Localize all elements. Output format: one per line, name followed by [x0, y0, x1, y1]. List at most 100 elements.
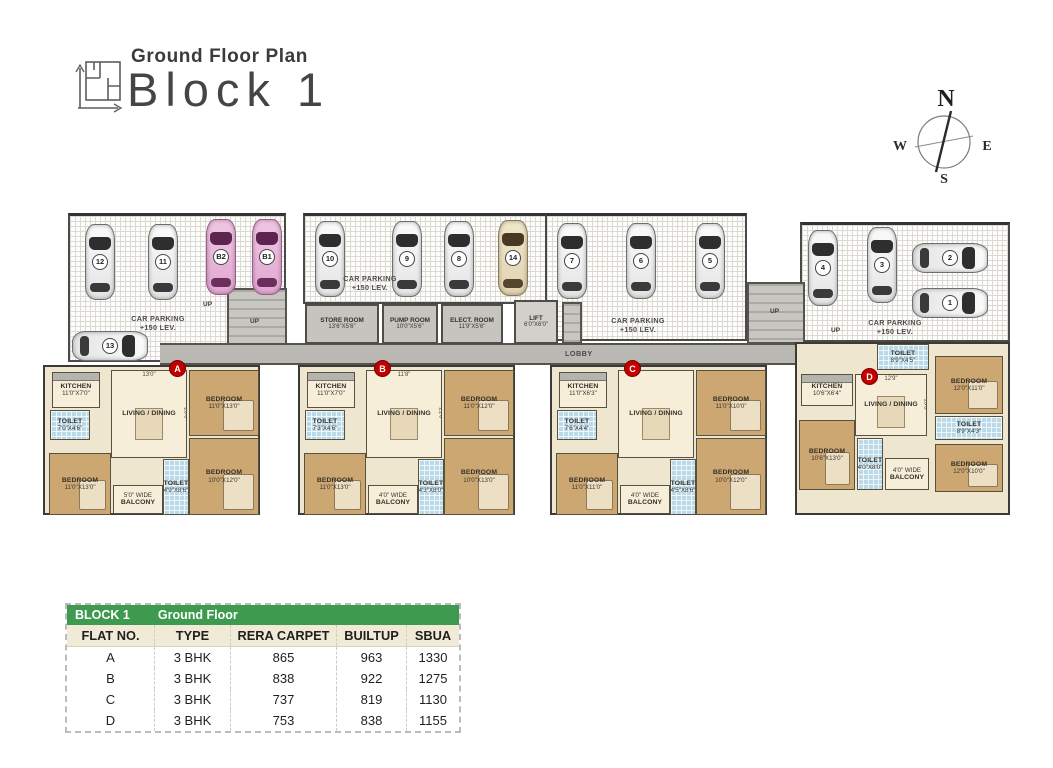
compass-s: S [940, 172, 948, 187]
table-cell: 865 [231, 647, 337, 668]
table-cell: 1155 [419, 713, 447, 728]
room-dim: 4'5"X8'6" [670, 487, 696, 495]
room-label: ELECT. ROOM [450, 316, 494, 324]
column-header: RERA CARPET [231, 625, 337, 646]
table-title: BLOCK 1 [75, 608, 130, 622]
room-dim: 11'9"X5'6" [458, 324, 486, 331]
store-room: STORE ROOM 13'6"X5'6" [305, 304, 379, 344]
car-parking-label-4: CAR PARKING+150 LEV. [868, 318, 922, 336]
room-label: LIFT [529, 314, 543, 322]
car-4: 4 [808, 230, 838, 306]
room-dim: 8'9"X4'5" [890, 357, 916, 365]
room-label: BALCONY [627, 499, 663, 507]
car-number: 1 [942, 295, 958, 311]
car-number: 5 [702, 253, 718, 269]
room-dim: 4'0" WIDE [378, 492, 408, 500]
car-B1: B1 [252, 219, 282, 295]
room-label: BEDROOM [316, 476, 354, 484]
room-dim: 4'0" WIDE [892, 466, 922, 474]
car-9: 9 [392, 221, 422, 297]
table-cell: 1275 [418, 671, 448, 686]
room-dim: 12'0"X10'0" [953, 468, 985, 476]
living-width-dim: 12'9" [884, 376, 898, 382]
room-label: TOILET [890, 349, 916, 357]
car-number: 10 [322, 251, 338, 267]
car-number: 13 [102, 338, 118, 354]
room-label: TOILET [857, 456, 883, 464]
car-number: 2 [942, 250, 958, 266]
car-parking-label-1: CAR PARKING+150 LEV. [131, 314, 185, 332]
room-label: BALCONY [889, 473, 925, 481]
room-dim: 11'0"X13'0" [319, 484, 351, 492]
room-label: BEDROOM [950, 377, 988, 385]
room-label: TOILET [564, 417, 590, 425]
living-depth-dim: 20'0" [182, 407, 187, 421]
table-cell: 838 [337, 710, 407, 731]
page-title: Block 1 [127, 63, 331, 116]
living-width-dim: 13'0" [142, 372, 156, 378]
room-label: BEDROOM [950, 460, 988, 468]
car-6: 6 [626, 223, 656, 299]
room-label: BALCONY [120, 499, 156, 507]
room-dim: 7'6"X4'4" [564, 425, 590, 433]
table-cell: 3 BHK [155, 689, 231, 710]
room-label: BEDROOM [712, 469, 750, 477]
room-dim: 12'0"X11'0" [953, 385, 985, 393]
room-dim: 11'0"X6'3" [569, 390, 597, 398]
room-dim: 13'6"X5'6" [328, 324, 356, 331]
room-label: LIVING / DINING [629, 410, 683, 418]
car-number: 12 [92, 254, 108, 270]
room-label: BEDROOM [460, 469, 498, 477]
room-label: STORE ROOM [320, 316, 364, 324]
column-header: TYPE [155, 625, 231, 646]
room-label: TOILET [57, 417, 83, 425]
column-header: SBUA [414, 628, 452, 643]
room-label: PUMP ROOM [389, 316, 430, 324]
car-number: B2 [213, 249, 229, 265]
room-label: TOILET [312, 417, 338, 425]
room-dim: 8'9"X4'3" [956, 428, 982, 436]
table-cell: 3 BHK [155, 710, 231, 731]
table-cell: C [67, 689, 155, 710]
compass-icon: N W E S [893, 86, 992, 187]
compass-e: E [982, 139, 991, 154]
table-cell: 1330 [418, 650, 448, 665]
table-title-bar: BLOCK 1 Ground Floor [67, 605, 459, 625]
table-cell: B [67, 668, 155, 689]
room-living: LIVING / DINING [618, 370, 694, 458]
car-number: 6 [633, 253, 649, 269]
staircase-right [747, 282, 805, 344]
room-dim: 11'0"X10'0" [715, 403, 747, 411]
room-label: LIVING / DINING [864, 401, 918, 409]
room-label: BEDROOM [712, 395, 750, 403]
flat-marker-b: B [374, 360, 391, 377]
lobby-label: LOBBY [565, 349, 593, 358]
table-cell: D [67, 710, 155, 731]
room-dim: 7'3"X4'6" [312, 425, 338, 433]
column-header: FLAT NO. [67, 625, 155, 646]
table-cell: 838 [231, 668, 337, 689]
room-dim: 4'0"X8'0" [857, 464, 883, 472]
floor-plan-logo-icon [75, 61, 123, 113]
room-dim: 10'0"X12'0" [715, 476, 747, 484]
room-dim: 11'0"X7'0" [62, 390, 90, 398]
table-cell: 1130 [419, 692, 447, 707]
